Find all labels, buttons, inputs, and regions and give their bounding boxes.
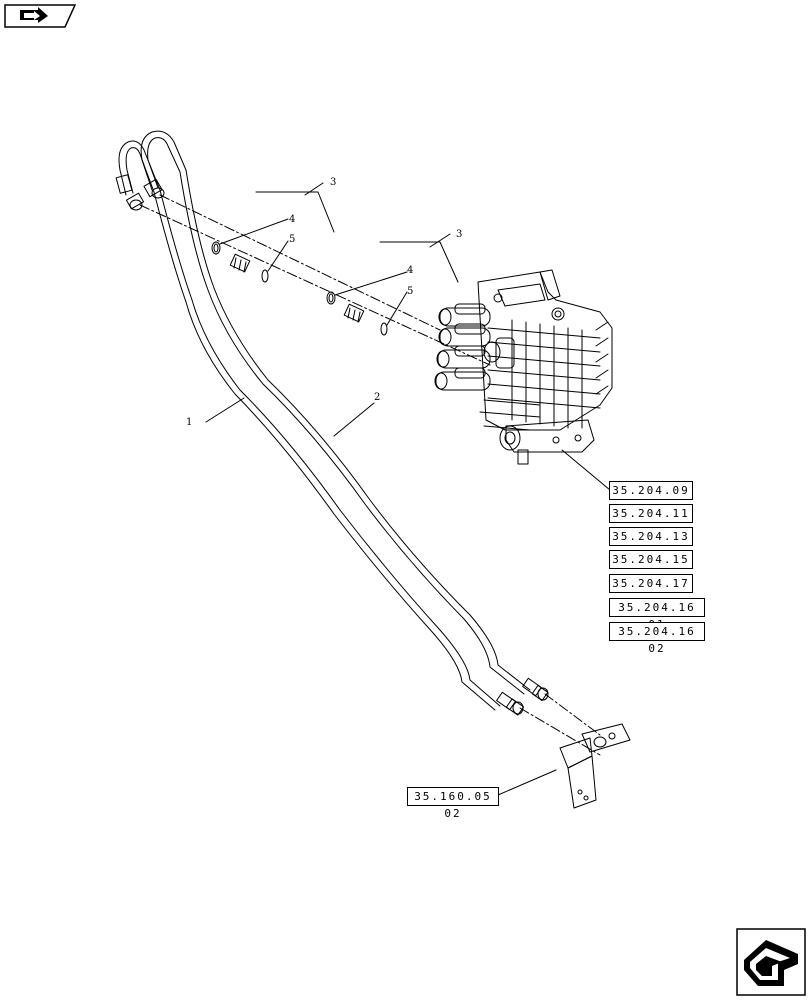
kit-bracket-top	[255, 191, 335, 233]
control-valve-assembly[interactable]	[434, 269, 613, 465]
seal-top[interactable]	[261, 269, 269, 283]
valve-inlet-base	[499, 419, 595, 465]
callout-hose-1[interactable]: 1	[186, 417, 192, 428]
hose-1[interactable]	[118, 140, 501, 711]
spool-rods	[479, 399, 541, 431]
callout-seal-top[interactable]: 5	[289, 234, 295, 245]
callout-kit-top[interactable]: 3	[330, 177, 336, 188]
o-ring-mid[interactable]	[326, 291, 336, 305]
ref-box-35-204-15[interactable]: 35.204.15	[609, 550, 693, 569]
callout-o-ring-mid[interactable]: 4	[407, 265, 413, 276]
hose-end-fitting-top	[115, 174, 165, 211]
callout-hose-2[interactable]: 2	[374, 392, 380, 403]
hose-end-fitting-bottom	[496, 677, 549, 716]
ref-box-35-204-16-01[interactable]: 35.204.16 01	[609, 598, 705, 631]
adapter-mid[interactable]	[343, 303, 365, 323]
seal-mid[interactable]	[380, 322, 388, 336]
ref-box-35-160-05-02[interactable]: 35.160.05 02	[407, 787, 499, 820]
ref-box-35-204-13[interactable]: 35.204.13	[609, 527, 693, 546]
callout-kit-mid[interactable]: 3	[456, 229, 462, 240]
ref-box-35-204-09[interactable]: 35.204.09	[609, 481, 693, 500]
adapter-top[interactable]	[229, 253, 251, 273]
hose-2[interactable]	[140, 130, 531, 695]
valve-sections	[487, 319, 609, 429]
back-arrow-icon[interactable]	[4, 4, 77, 28]
ref-box-35-204-11[interactable]: 35.204.11	[609, 504, 693, 523]
quick-couplers	[434, 303, 515, 391]
o-ring-top[interactable]	[211, 241, 221, 255]
forward-arrow-icon[interactable]	[736, 928, 806, 996]
assembly-centerline	[139, 194, 601, 756]
callout-leaders	[205, 182, 611, 796]
callout-o-ring-top[interactable]: 4	[289, 214, 295, 225]
mounting-bracket[interactable]	[559, 723, 631, 809]
kit-bracket-mid	[379, 241, 459, 283]
callout-seal-mid[interactable]: 5	[407, 286, 413, 297]
ref-box-35-204-16-02[interactable]: 35.204.16 02	[609, 622, 705, 655]
ref-box-35-204-17[interactable]: 35.204.17	[609, 574, 693, 593]
